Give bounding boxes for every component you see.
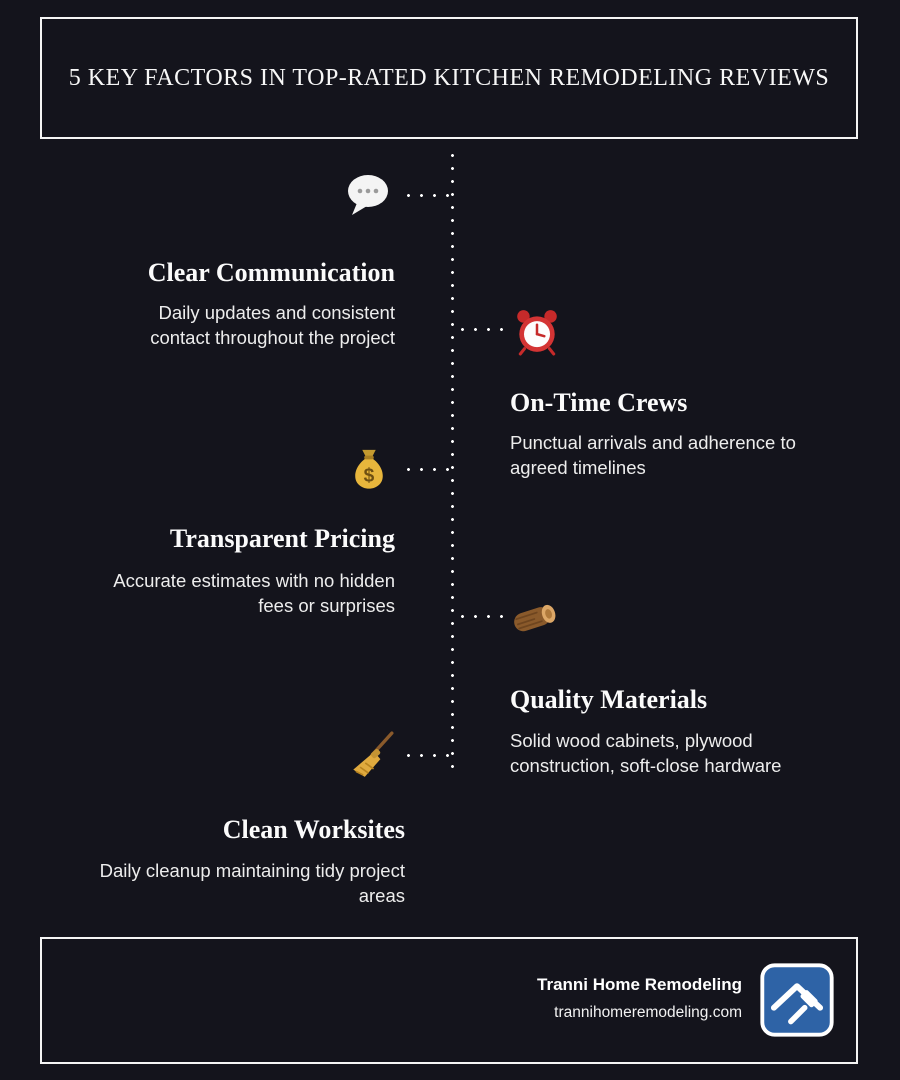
broom-icon xyxy=(346,730,396,780)
footer: Tranni Home Remodeling trannihomeremodel… xyxy=(40,937,858,1064)
speech-balloon-icon xyxy=(344,172,392,220)
item-title: Quality Materials xyxy=(510,685,708,714)
item-description: Daily cleanup maintaining tidy project a… xyxy=(99,860,405,906)
dotted-connector xyxy=(456,328,504,331)
company-name: Tranni Home Remodeling xyxy=(537,975,742,994)
house-hammer-icon xyxy=(760,963,834,1037)
alarm-clock-icon xyxy=(512,306,562,356)
money-bag-icon: $ xyxy=(346,446,392,492)
dotted-connector xyxy=(402,754,452,757)
svg-text:$: $ xyxy=(364,465,375,486)
company-logo xyxy=(760,963,834,1037)
header: 5 KEY FACTORS IN TOP-RATED KITCHEN REMOD… xyxy=(40,17,858,139)
page-title: 5 KEY FACTORS IN TOP-RATED KITCHEN REMOD… xyxy=(68,64,830,91)
item-title: Clean Worksites xyxy=(222,815,405,844)
dotted-connector xyxy=(402,468,452,471)
item-description: Solid wood cabinets, plywood constructio… xyxy=(510,730,782,776)
timeline-line xyxy=(451,149,454,775)
item-description: Accurate estimates with no hidden fees o… xyxy=(113,570,395,616)
item-description: Punctual arrivals and adherence to agree… xyxy=(510,432,796,478)
dotted-connector xyxy=(456,615,504,618)
dotted-connector xyxy=(402,194,452,197)
wood-log-icon xyxy=(508,592,560,644)
item-title: Transparent Pricing xyxy=(169,524,395,553)
item-title: Clear Communication xyxy=(147,258,395,287)
footer-text: Tranni Home Remodeling trannihomeremodel… xyxy=(537,975,742,1022)
company-website: trannihomeremodeling.com xyxy=(554,1004,742,1021)
item-description: Daily updates and consistent contact thr… xyxy=(150,302,395,348)
item-title: On-Time Crews xyxy=(510,388,688,417)
